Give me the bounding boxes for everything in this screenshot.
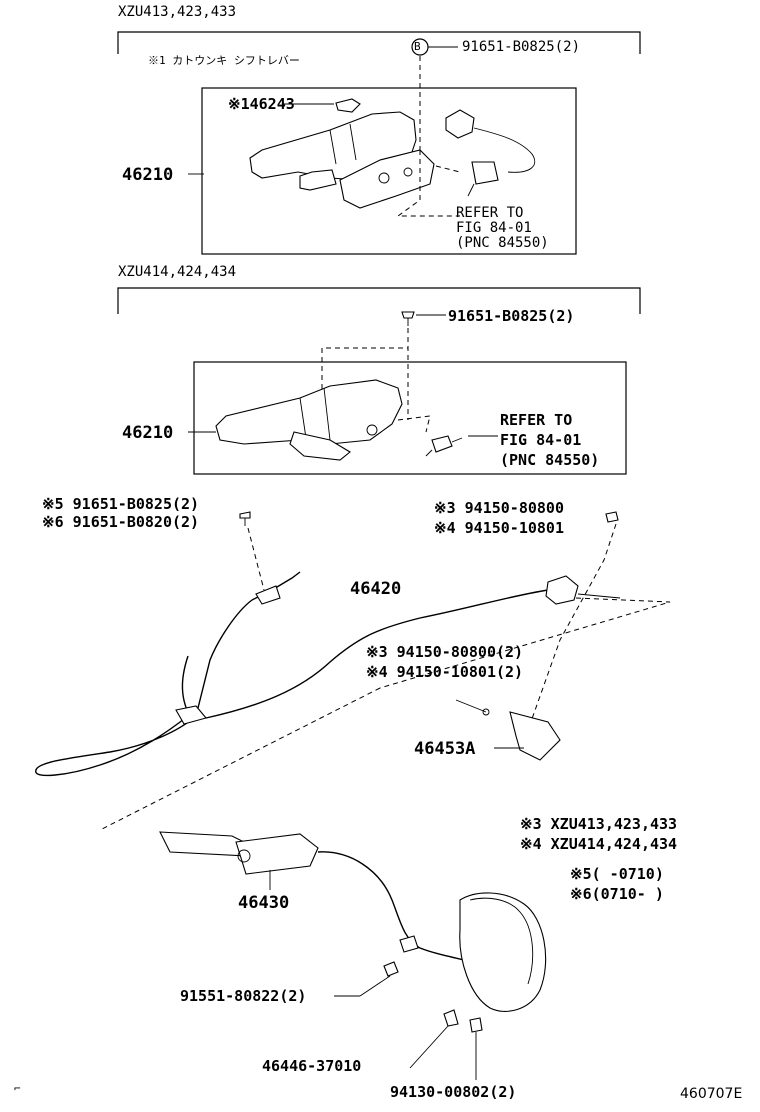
section2-refer-line3: (PNC 84550) bbox=[500, 451, 600, 469]
lower-part-a-label: 46446-37010 bbox=[262, 1057, 362, 1075]
section1-model-label: XZU413,423,433 bbox=[118, 4, 237, 20]
cable-46420-label: 46420 bbox=[350, 579, 402, 599]
note-6: ※6(0710- ) bbox=[570, 885, 664, 903]
section2-lever-drawing bbox=[188, 379, 498, 461]
cable-bolt-label-a: ※5 91651-B0825(2) bbox=[42, 495, 200, 513]
cable-nut2-label-b: ※4 94150-10801(2) bbox=[366, 663, 524, 681]
section1-box bbox=[201, 87, 577, 255]
lower-part-b-label: 94130-00802(2) bbox=[390, 1083, 517, 1101]
cable-nut2-label-a: ※3 94150-80800(2) bbox=[366, 643, 524, 661]
section1-lever-label: 46210 bbox=[122, 165, 174, 185]
figure-id: 460707E bbox=[680, 1086, 743, 1102]
section1-callout-letter: B bbox=[414, 40, 421, 53]
cable-46430-label: 46430 bbox=[238, 893, 290, 913]
cable-46430-drawing bbox=[159, 831, 547, 1080]
section1-refer-line2: FIG 84-01 bbox=[456, 220, 532, 236]
section1-bracket-line bbox=[117, 31, 641, 54]
section1-knob-label: ※146243 bbox=[228, 95, 295, 113]
section1-bolt-label: 91651-B0825(2) bbox=[462, 39, 581, 55]
section2-box bbox=[193, 361, 627, 475]
corner-mark: ⌐ bbox=[14, 1082, 21, 1095]
cable-46420-drawing bbox=[35, 511, 671, 831]
lower-bolt-label: 91551-80822(2) bbox=[180, 987, 307, 1005]
cable-nut-label-b: ※4 94150-10801 bbox=[434, 519, 564, 537]
section1-note: ※1 カトウンキ シフトレバー bbox=[148, 54, 300, 67]
section2-bracket-line bbox=[117, 287, 641, 314]
section1-lever-drawing bbox=[188, 98, 536, 217]
section2-lever-label: 46210 bbox=[122, 423, 174, 443]
section2-refer-line2: FIG 84-01 bbox=[500, 431, 582, 449]
cable-bolt-label-b: ※6 91651-B0820(2) bbox=[42, 513, 200, 531]
section2-refer-line1: REFER TO bbox=[500, 411, 573, 429]
note-5: ※5( -0710) bbox=[570, 865, 664, 883]
section2-bolt-label: 91651-B0825(2) bbox=[448, 307, 575, 325]
section1-refer-line3: (PNC 84550) bbox=[456, 235, 549, 251]
note-4: ※4 XZU414,424,434 bbox=[520, 835, 678, 853]
section2-model-label: XZU414,424,434 bbox=[118, 264, 237, 280]
section1-callout-b bbox=[411, 38, 458, 150]
section1-refer-line1: REFER TO bbox=[456, 205, 524, 221]
bracket-label: 46453A bbox=[414, 739, 476, 759]
note-3: ※3 XZU413,423,433 bbox=[520, 815, 678, 833]
cable-nut-label-a: ※3 94150-80800 bbox=[434, 499, 564, 517]
